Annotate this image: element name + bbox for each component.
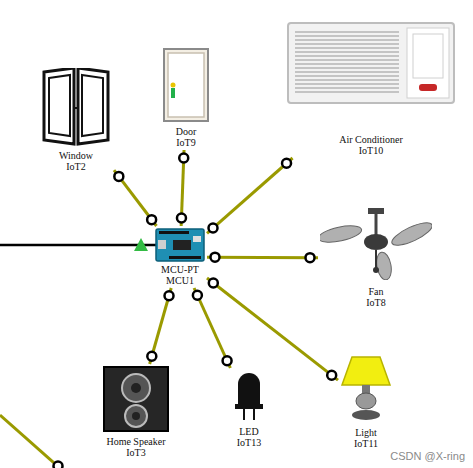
door-device: DoorIoT9 <box>163 48 209 148</box>
link-port-dot <box>223 356 232 365</box>
device-link <box>207 158 293 233</box>
device-link <box>177 150 188 226</box>
link-port-dot <box>177 214 186 223</box>
watermark: CSDN @X-ring <box>390 450 465 462</box>
fan-device: FanIoT8 <box>320 208 432 308</box>
mcu-controller: MCU-PTMCU1 <box>155 228 205 286</box>
uplink-wire <box>0 244 158 247</box>
home-speaker-device: Home SpeakerIoT3 <box>103 366 169 458</box>
home-speaker-icon <box>103 366 169 432</box>
link-port-dot <box>179 153 188 162</box>
link-port-dot <box>209 278 218 287</box>
device-link <box>147 288 173 364</box>
device-name: Air Conditioner <box>287 134 455 145</box>
link-line <box>207 256 318 260</box>
device-id: IoT8 <box>320 297 432 308</box>
device-name: Window <box>40 150 112 161</box>
device-id: IoT11 <box>340 438 392 449</box>
device-id: IoT10 <box>287 145 455 156</box>
device-link <box>207 253 318 262</box>
device-id: IoT13 <box>232 437 266 448</box>
link-port-dot <box>210 253 219 262</box>
link-line <box>207 158 293 233</box>
device-name: LED <box>232 426 266 437</box>
door-icon <box>163 48 209 122</box>
light-device: LightIoT11 <box>340 355 392 449</box>
link-port-dot <box>282 159 291 168</box>
offpage-wire <box>0 415 62 468</box>
device-id: IoT9 <box>163 137 209 148</box>
link-port-dot <box>193 291 202 300</box>
link-status-triangle <box>134 238 148 251</box>
device-id: IoT2 <box>40 161 112 172</box>
wire-dot <box>54 462 63 468</box>
air-conditioner-device: Air ConditionerIoT10 <box>287 22 455 156</box>
light-lamp-icon <box>340 355 392 421</box>
fan-icon <box>320 208 432 280</box>
link-port-dot <box>209 223 218 232</box>
device-name: Fan <box>320 286 432 297</box>
device-id: MCU1 <box>155 275 205 286</box>
link-port-dot <box>114 172 123 181</box>
device-id: IoT3 <box>103 447 169 458</box>
device-link <box>114 170 156 226</box>
device-name: Light <box>340 427 392 438</box>
air-conditioner-icon <box>287 22 455 104</box>
mcu-board-icon <box>155 228 205 262</box>
device-name: MCU-PT <box>155 264 205 275</box>
link-port-dot <box>306 253 315 262</box>
device-name: Home Speaker <box>103 436 169 447</box>
window-icon <box>40 68 112 148</box>
device-name: Door <box>163 126 209 137</box>
device-link <box>193 288 232 368</box>
link-port-dot <box>327 371 336 380</box>
link-port-dot <box>147 215 156 224</box>
window-device: WindowIoT2 <box>40 68 112 172</box>
led-device: LEDIoT13 <box>232 370 266 448</box>
link-port-dot <box>165 291 174 300</box>
led-icon <box>232 370 266 420</box>
link-port-dot <box>147 352 156 361</box>
device-link <box>207 278 338 380</box>
link-line <box>207 278 338 380</box>
link-line <box>114 170 156 226</box>
